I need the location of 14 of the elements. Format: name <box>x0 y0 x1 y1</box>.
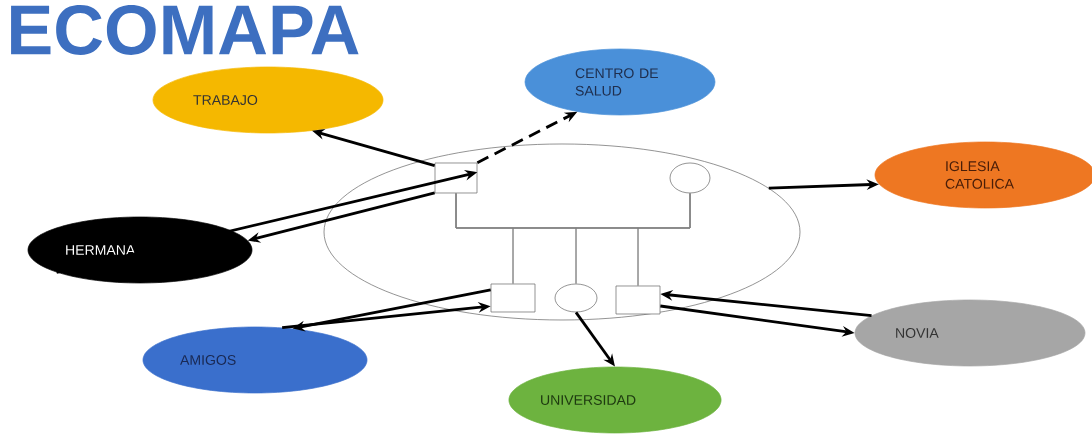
ellipse-node: IGLESIA CATOLICA <box>874 141 1092 209</box>
genogram-square <box>490 283 536 313</box>
genogram-circle <box>554 283 598 313</box>
title: ECOMAPA <box>11 5 359 55</box>
ellipse-node: UNIVERSIDAD <box>508 366 722 434</box>
ellipse-node: AMIGOS <box>142 326 368 394</box>
genogram-square <box>615 285 661 315</box>
ellipse-node: TRABAJO <box>152 66 384 134</box>
ellipse-node: HERMANA <box>27 216 253 284</box>
genogram-line <box>637 192 691 287</box>
genogram-circle <box>669 162 711 194</box>
ellipse-node: NOVIA <box>854 299 1086 367</box>
family-circle <box>323 143 801 321</box>
ellipse-node: CENTRO DE SALUD <box>524 48 716 116</box>
